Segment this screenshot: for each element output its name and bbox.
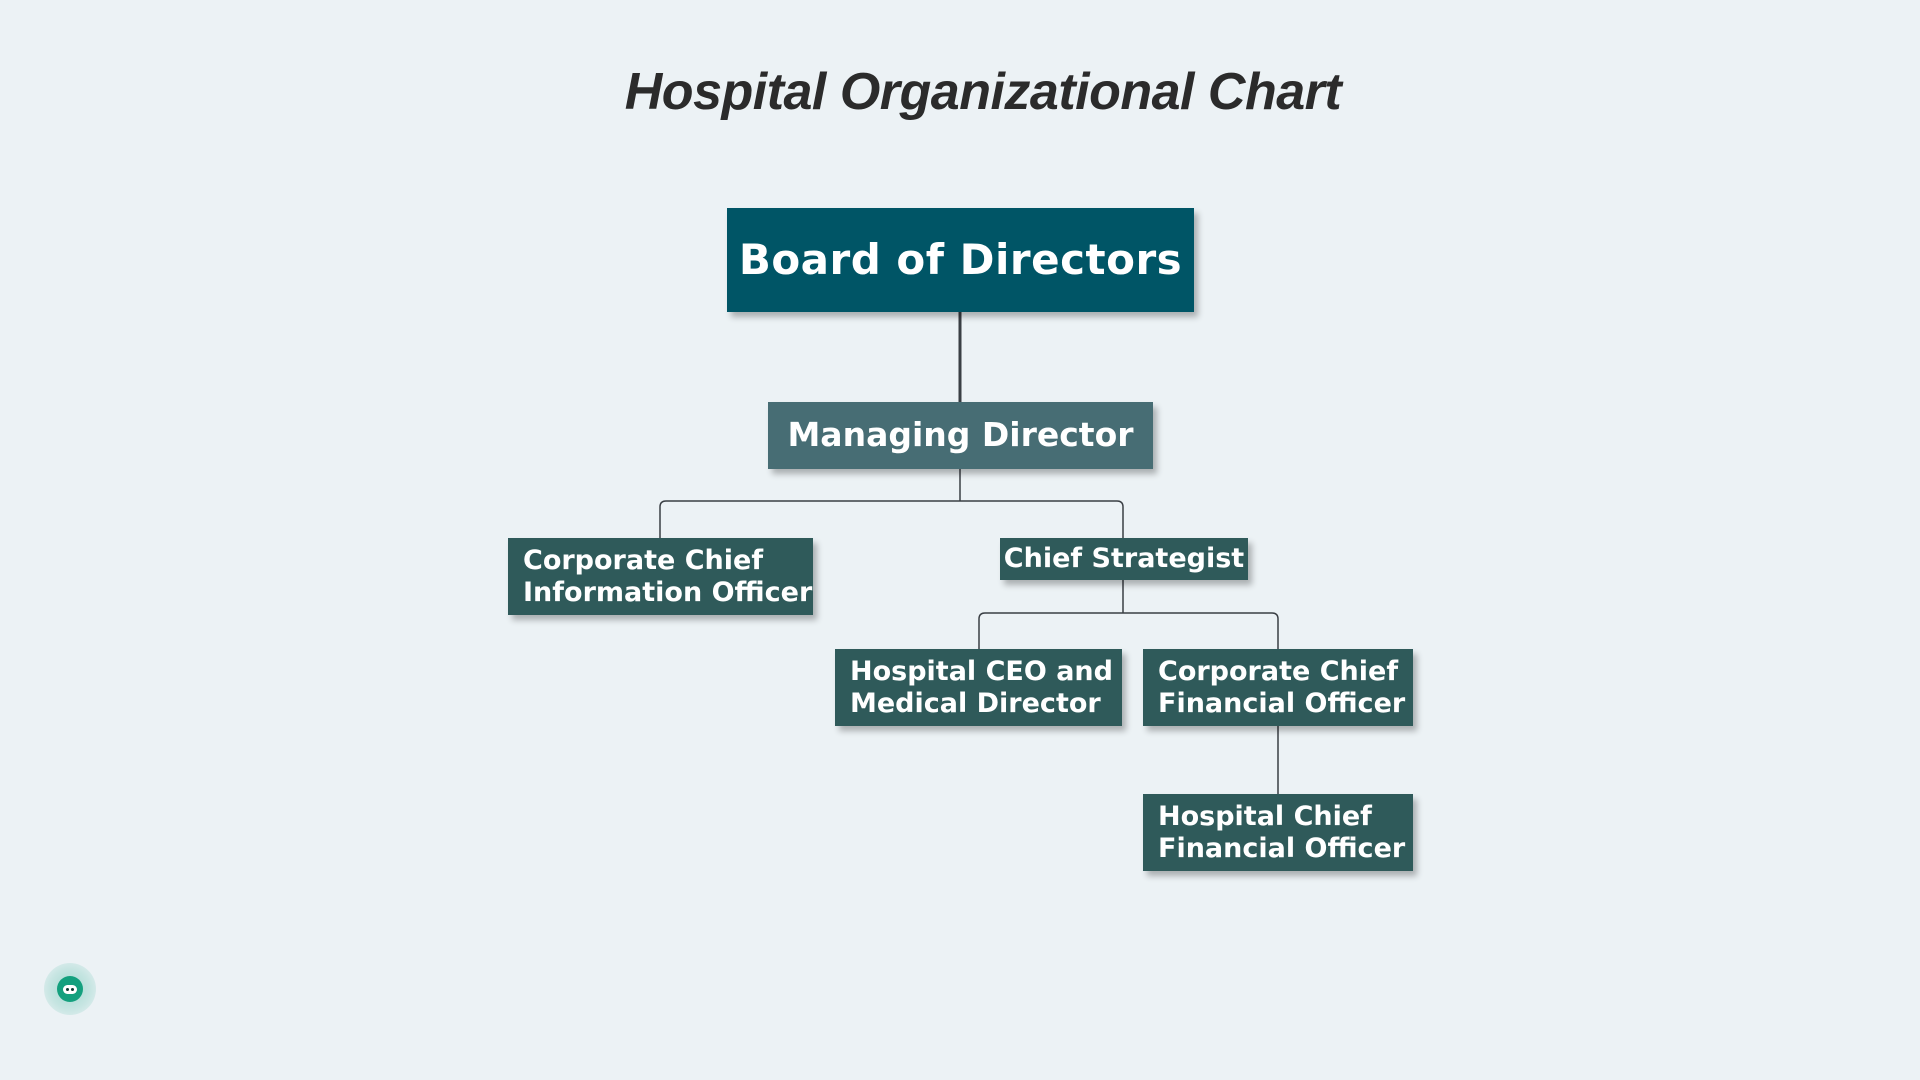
connector-cs-branch bbox=[978, 612, 1279, 649]
node-label-line1: Hospital CEO and bbox=[850, 655, 1113, 687]
node-label-line2: Medical Director bbox=[850, 687, 1101, 719]
node-label-line1: Corporate Chief bbox=[1158, 655, 1399, 687]
node-corporate-chief-information-officer: Corporate Chief Information Officer bbox=[508, 538, 813, 615]
node-board-of-directors: Board of Directors bbox=[727, 208, 1194, 312]
node-label-line2: Information Officer bbox=[523, 576, 813, 608]
node-label-line1: Hospital Chief bbox=[1158, 800, 1372, 832]
node-label-line2: Financial Officer bbox=[1158, 832, 1406, 864]
node-label: Managing Director bbox=[787, 415, 1134, 455]
node-label: Board of Directors bbox=[738, 235, 1183, 285]
assistant-button[interactable] bbox=[44, 963, 96, 1015]
assistant-button-circle bbox=[57, 976, 83, 1002]
node-label-line2: Financial Officer bbox=[1158, 687, 1406, 719]
connector-md-branch bbox=[659, 500, 1124, 538]
node-hospital-ceo-medical-director: Hospital CEO and Medical Director bbox=[835, 649, 1122, 726]
node-corporate-chief-financial-officer: Corporate Chief Financial Officer bbox=[1143, 649, 1413, 726]
node-label: Chief Strategist bbox=[1003, 543, 1245, 575]
node-hospital-chief-financial-officer: Hospital Chief Financial Officer bbox=[1143, 794, 1413, 871]
chart-title: Hospital Organizational Chart bbox=[624, 63, 1342, 121]
node-managing-director: Managing Director bbox=[768, 402, 1153, 469]
bot-icon bbox=[63, 984, 77, 994]
node-chief-strategist: Chief Strategist bbox=[1000, 538, 1248, 580]
node-label-line1: Corporate Chief bbox=[523, 544, 764, 576]
